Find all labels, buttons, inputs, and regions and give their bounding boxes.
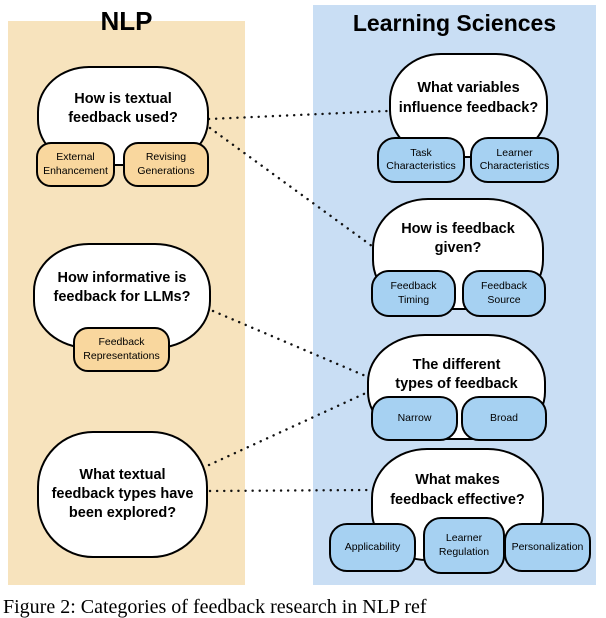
ls-sub-learner-regulation: Learner Regulation — [423, 517, 505, 574]
figure-caption: Figure 2: Categories of feedback researc… — [3, 596, 427, 618]
learning-sciences-column-title: Learning Sciences — [352, 10, 557, 36]
ls-sub-feedback-source: Feedback Source — [462, 270, 546, 317]
ls-sub-task-characteristics: Task Characteristics — [377, 137, 465, 183]
ls-sub-feedback-timing: Feedback Timing — [371, 270, 456, 317]
ls-sub-personalization: Personalization — [504, 523, 591, 572]
nlp-sub-external-enhancement: External Enhancement — [36, 142, 115, 187]
ls-sub-applicability: Applicability — [329, 523, 416, 572]
nlp-sub-revising-generations: Revising Generations — [123, 142, 209, 187]
ls-sub-narrow: Narrow — [371, 396, 458, 441]
nlp-bubble-feedback-types-explored: What textual feedback types have been ex… — [37, 431, 208, 558]
nlp-sub-feedback-representations: Feedback Representations — [73, 327, 170, 372]
ls-sub-learner-characteristics: Learner Characteristics — [470, 137, 559, 183]
ls-sub-broad: Broad — [461, 396, 547, 441]
nlp-column-title: NLP — [100, 6, 153, 36]
